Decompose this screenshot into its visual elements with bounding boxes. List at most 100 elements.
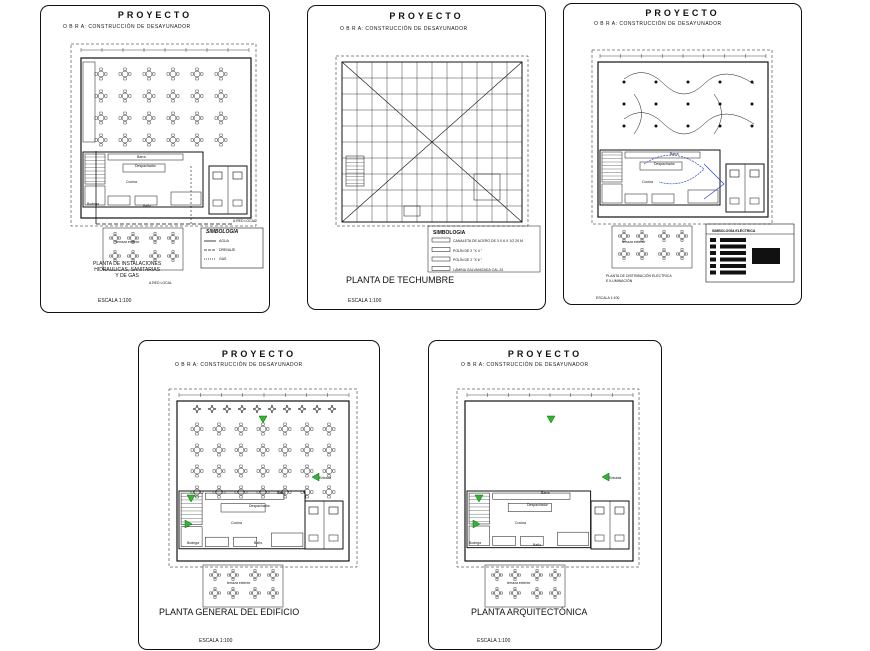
chair bbox=[190, 72, 194, 76]
project-title: PROYECTO bbox=[645, 8, 720, 18]
chair bbox=[214, 94, 218, 98]
table bbox=[512, 572, 518, 578]
legend-swatch bbox=[431, 266, 451, 271]
chair bbox=[640, 239, 644, 242]
chair bbox=[685, 234, 688, 238]
table bbox=[121, 70, 129, 78]
building-wall bbox=[80, 57, 252, 219]
chair bbox=[685, 252, 688, 256]
chair bbox=[303, 408, 306, 410]
chair bbox=[195, 495, 199, 499]
chair bbox=[253, 596, 257, 599]
chair bbox=[662, 239, 666, 242]
table bbox=[325, 446, 333, 454]
table bbox=[121, 92, 129, 100]
wc-fixture bbox=[328, 506, 339, 515]
chair bbox=[327, 495, 331, 499]
chair bbox=[200, 427, 204, 431]
bodega-room bbox=[601, 183, 623, 204]
chair bbox=[200, 72, 204, 76]
scale-label: ESCALA 1:100 bbox=[348, 298, 382, 304]
legend-box bbox=[427, 225, 541, 273]
chair bbox=[322, 427, 326, 431]
chair bbox=[239, 432, 243, 436]
table bbox=[193, 488, 201, 496]
chair bbox=[94, 72, 98, 76]
despachador-counter bbox=[507, 503, 552, 512]
legend-swatch bbox=[710, 251, 716, 255]
chair bbox=[261, 443, 265, 447]
sink bbox=[107, 195, 131, 206]
table bbox=[325, 488, 333, 496]
chair bbox=[276, 591, 279, 595]
chair bbox=[171, 133, 175, 137]
wc-fixture bbox=[749, 169, 760, 178]
light-fixture-icon bbox=[622, 102, 626, 106]
legend-swatch bbox=[431, 237, 451, 243]
chair bbox=[196, 410, 198, 413]
chair bbox=[200, 469, 204, 473]
chair bbox=[305, 474, 309, 478]
chair bbox=[171, 89, 175, 93]
chair bbox=[283, 453, 287, 457]
table bbox=[237, 425, 245, 433]
table bbox=[237, 488, 245, 496]
table bbox=[303, 488, 311, 496]
chair bbox=[136, 236, 139, 240]
table bbox=[281, 425, 289, 433]
chair bbox=[190, 448, 194, 452]
room-terraza: terraza exterior bbox=[116, 240, 140, 244]
chair bbox=[288, 469, 292, 473]
table bbox=[97, 92, 105, 100]
table bbox=[215, 467, 223, 475]
light-fixture-icon bbox=[654, 80, 658, 84]
chair bbox=[147, 89, 151, 93]
chair bbox=[113, 250, 117, 253]
table bbox=[230, 590, 236, 596]
chair bbox=[224, 72, 228, 76]
chair bbox=[198, 408, 201, 410]
legend-text-block bbox=[720, 244, 746, 249]
table bbox=[239, 406, 245, 412]
chair bbox=[123, 111, 127, 115]
chair bbox=[195, 111, 199, 115]
chair bbox=[286, 405, 288, 408]
table bbox=[252, 590, 258, 596]
chair bbox=[667, 234, 670, 238]
chair bbox=[316, 410, 318, 413]
light-fixture-icon bbox=[686, 124, 690, 128]
chair bbox=[313, 408, 316, 410]
lavatory bbox=[232, 199, 243, 207]
chair bbox=[153, 250, 157, 253]
legend-item-1: CANALETA DE ACERO DE 3 X 6 X 1/2 20 M bbox=[453, 239, 523, 243]
sink bbox=[492, 536, 516, 546]
chair bbox=[211, 410, 213, 413]
chair bbox=[640, 257, 644, 260]
chair bbox=[491, 591, 494, 595]
table bbox=[112, 235, 118, 241]
table bbox=[97, 70, 105, 78]
wc-fixture bbox=[232, 171, 243, 180]
light-fixture-icon bbox=[686, 80, 690, 84]
chair bbox=[195, 99, 199, 103]
stairs bbox=[84, 153, 106, 185]
chair bbox=[310, 490, 314, 494]
chair bbox=[645, 252, 648, 256]
light-fixture-icon bbox=[718, 124, 722, 128]
chair bbox=[676, 252, 679, 256]
building-wall bbox=[597, 61, 769, 218]
chair bbox=[553, 569, 557, 572]
chair bbox=[278, 448, 282, 452]
terrace bbox=[611, 225, 693, 269]
chair bbox=[217, 443, 221, 447]
chair bbox=[118, 116, 122, 120]
chair bbox=[500, 573, 503, 577]
chair bbox=[286, 410, 288, 413]
chair bbox=[328, 408, 331, 410]
chair bbox=[513, 587, 517, 590]
lavatory bbox=[594, 534, 605, 542]
chair bbox=[261, 474, 265, 478]
chair bbox=[310, 469, 314, 473]
chair bbox=[176, 116, 180, 120]
chair bbox=[645, 234, 648, 238]
